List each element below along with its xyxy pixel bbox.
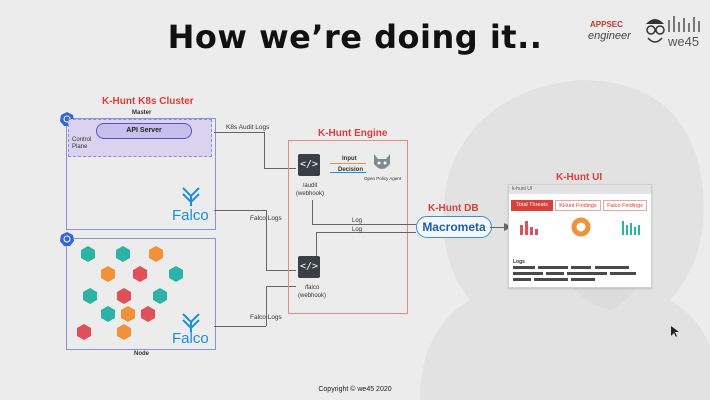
logs-label: Logs — [513, 259, 525, 265]
slide-title: How we’re doing it.. — [167, 18, 543, 56]
audit-line-2 — [264, 132, 265, 168]
engineer-text: engineer — [588, 30, 631, 42]
ui-window-titlebar — [509, 185, 651, 194]
falco-line-2a — [214, 326, 266, 327]
bar-chart-icon-red — [520, 221, 538, 235]
log-label-1: Log — [352, 218, 363, 224]
glasses-face-icon — [646, 19, 665, 43]
audit-line-3 — [264, 168, 296, 169]
we45-logo: we45 — [668, 34, 700, 49]
engine-box — [288, 140, 408, 314]
opa-label: Open Policy Agent — [364, 176, 402, 181]
bar-chart-icon-teal — [622, 221, 640, 235]
decision-label: Decision — [338, 167, 364, 173]
falco-line-1a — [214, 210, 266, 211]
db-line-falco-v — [316, 232, 317, 256]
falco-logs-label-1: Falco Logs — [250, 215, 282, 222]
db-line-audit-h — [312, 224, 416, 225]
falco-icon-bottom — [182, 313, 200, 332]
ui-window-title: k-hunt UI — [512, 186, 533, 192]
engine-label: K-Hunt Engine — [318, 128, 388, 139]
tab-khunt-findings[interactable]: KHunt Findings — [555, 200, 601, 211]
db-line-falco-h — [316, 232, 416, 233]
copyright: Copyright © we45 2020 — [318, 386, 392, 393]
falco-icon-top — [182, 187, 200, 206]
brand-logos: APPSEC engineer we45 — [586, 14, 706, 56]
tab-total-threats[interactable]: Total Threats — [511, 200, 553, 211]
audit-logs-label: K8s Audit Logs — [226, 124, 270, 131]
falco-line-1b — [266, 210, 267, 270]
master-box — [66, 118, 216, 230]
log-lines — [513, 266, 636, 281]
ui-line — [490, 227, 508, 228]
macrometa-db: Macrometa — [416, 216, 492, 238]
appsec-text: APPSEC — [590, 20, 623, 29]
falco-webhook-label: /falco (webhook) — [298, 285, 327, 299]
input-label: Input — [342, 156, 357, 162]
falco-text-bottom: Falco — [172, 330, 209, 347]
input-arrow — [330, 163, 366, 164]
falco-logs-label-2: Falco Logs — [250, 314, 282, 321]
db-line-audit-v — [312, 200, 313, 224]
db-label: K-Hunt DB — [428, 203, 479, 214]
ui-window: k-hunt UI Total Threats KHunt Findings F… — [508, 184, 652, 288]
tab-falco-findings[interactable]: Falco Findings — [603, 200, 647, 211]
audit-webhook-label: /audit (webhook) — [296, 183, 325, 197]
falco-code-icon: </> — [298, 256, 320, 278]
audit-line-1 — [214, 132, 264, 133]
falco-line-2b — [266, 286, 267, 326]
decision-arrow — [330, 172, 366, 173]
equalizer-icon — [668, 16, 700, 32]
cluster-label: K-Hunt K8s Cluster — [102, 96, 194, 107]
opa-icon — [374, 154, 390, 169]
falco-line-1c — [266, 270, 296, 271]
falco-text-top: Falco — [172, 207, 209, 224]
node-label: Node — [134, 351, 149, 357]
audit-code-icon: </> — [298, 154, 320, 176]
log-label-2: Log — [352, 227, 363, 233]
control-plane-label: Control Plane — [72, 137, 92, 150]
node-box — [66, 238, 216, 350]
donut-chart-icon — [571, 217, 591, 237]
api-server-pill: API Server — [96, 123, 192, 139]
mouse-cursor-icon — [671, 326, 679, 337]
falco-line-2c — [266, 286, 296, 287]
master-label: Master — [132, 110, 152, 116]
ui-label: K-Hunt UI — [556, 172, 603, 183]
kubernetes-icon-node — [60, 232, 74, 246]
